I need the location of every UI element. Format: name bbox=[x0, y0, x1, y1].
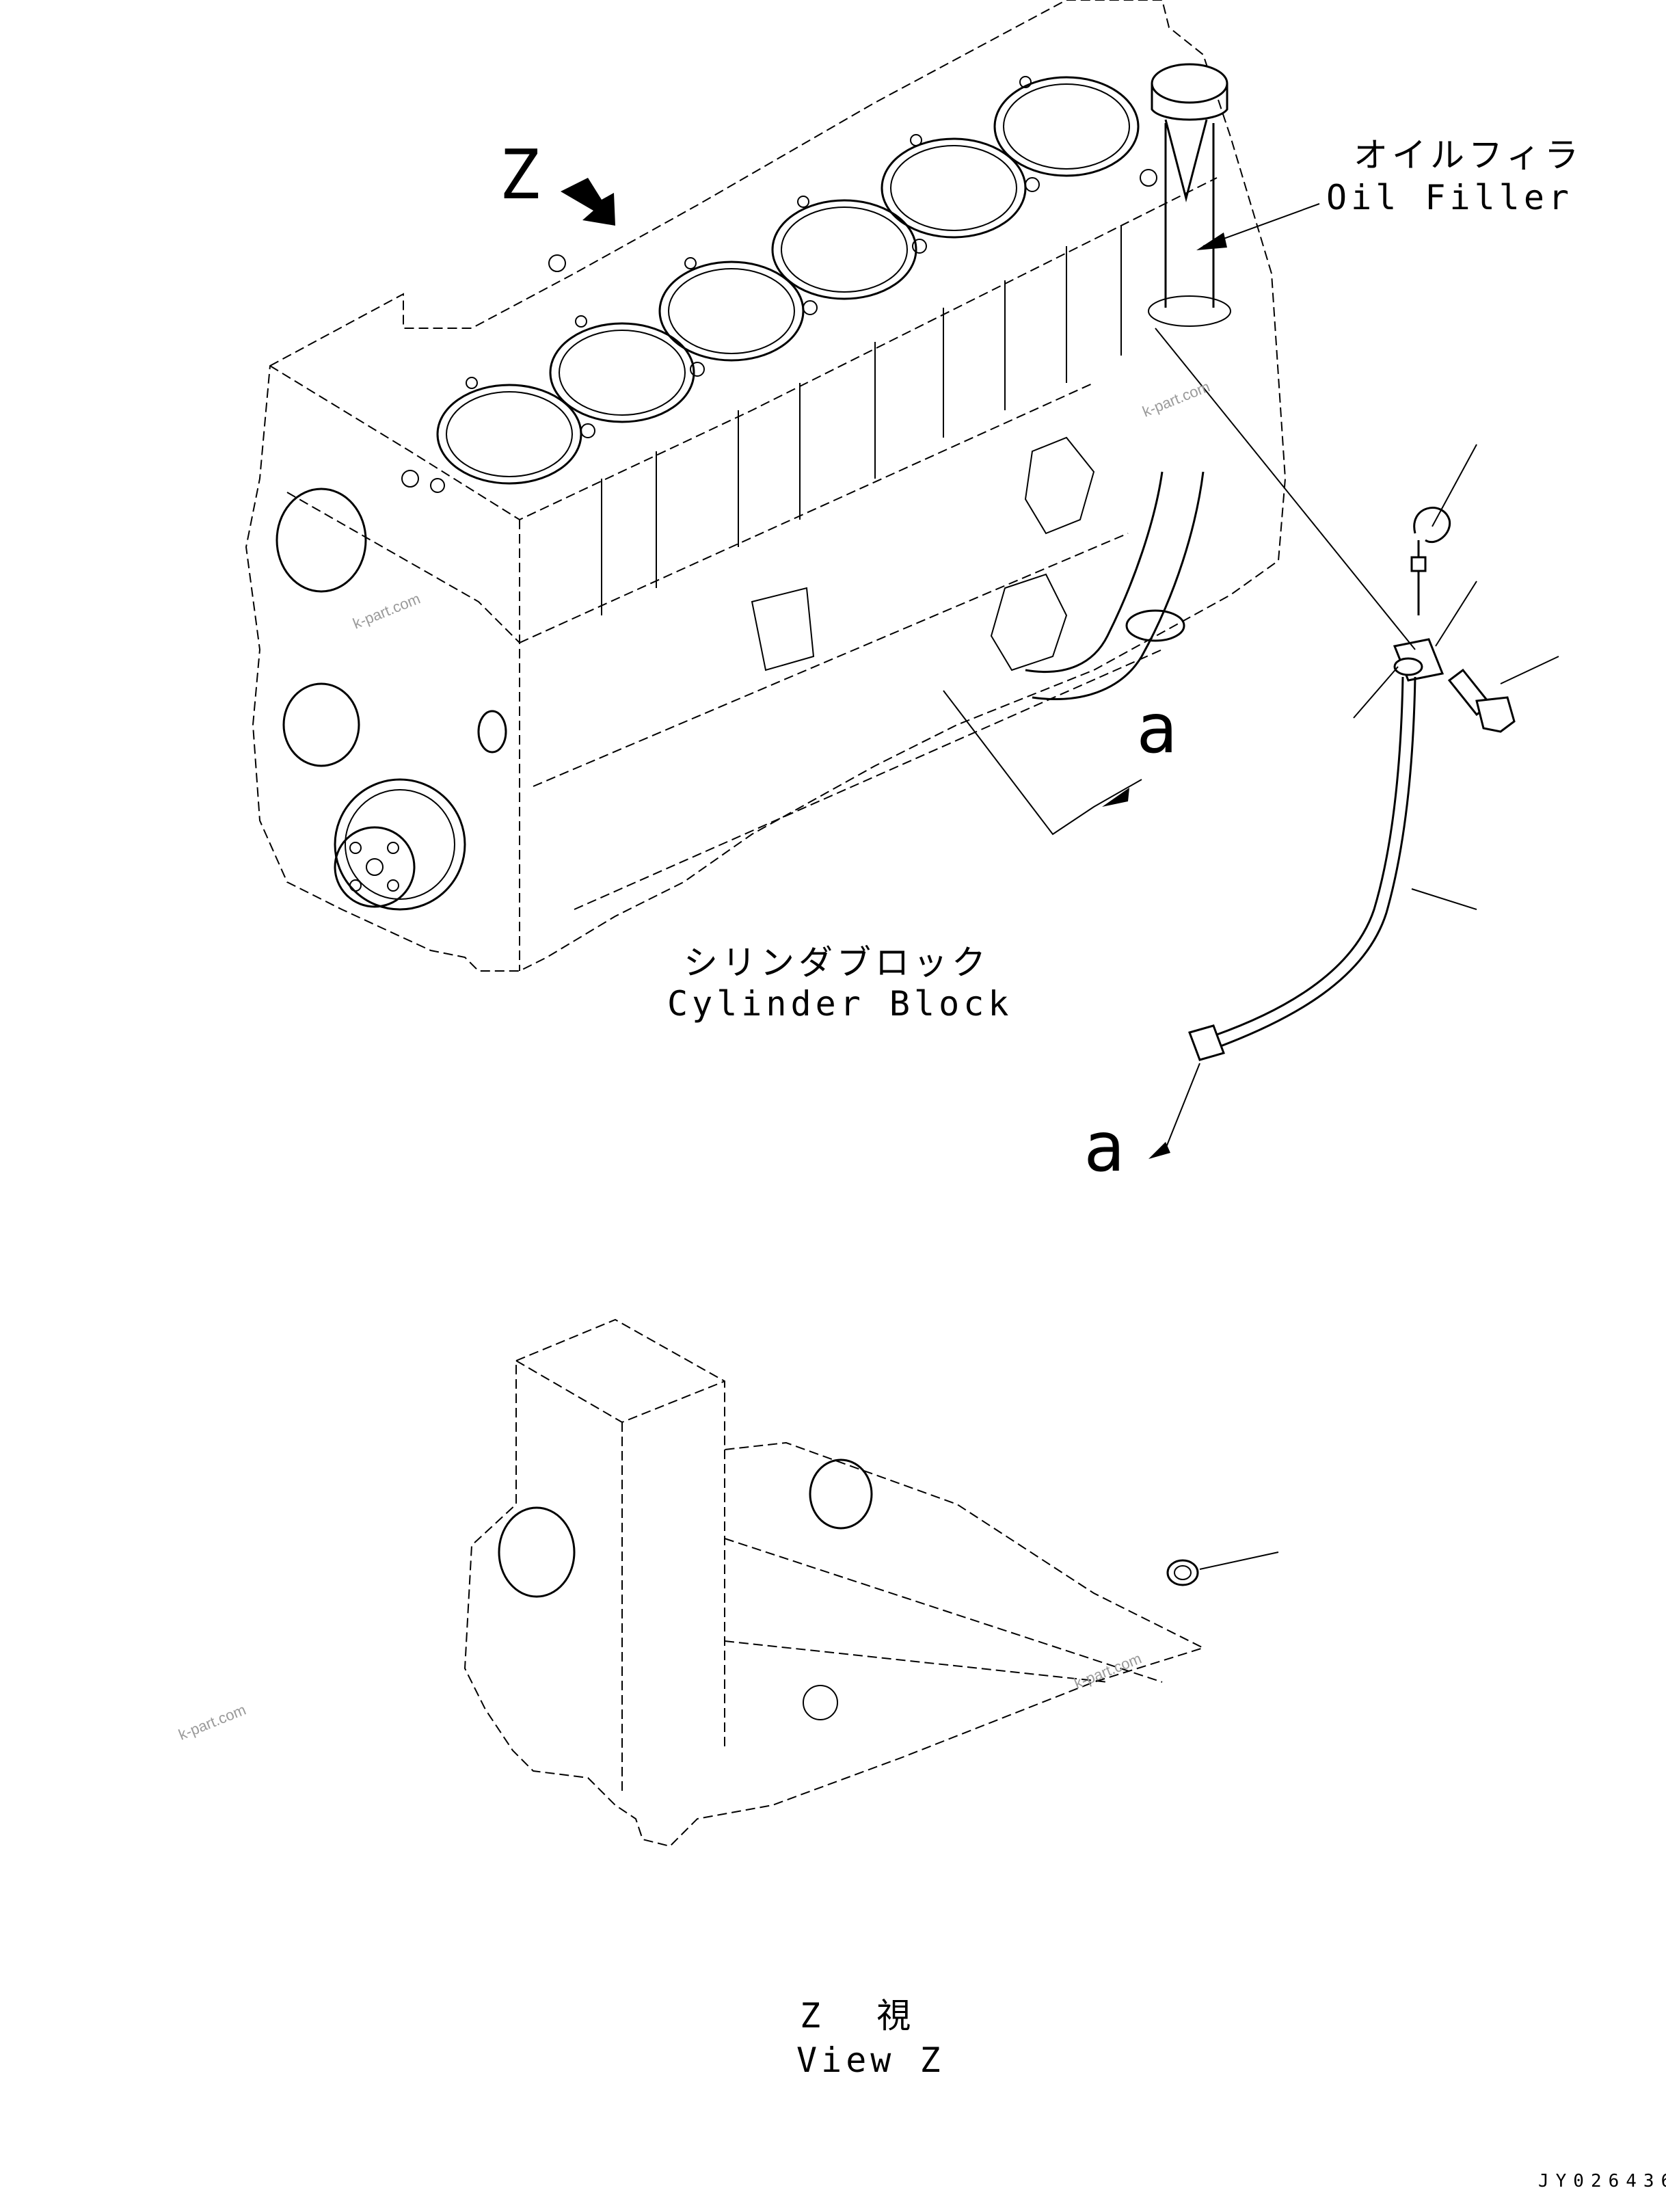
view-z-label-jp: Z 視 bbox=[800, 1996, 928, 2036]
cylinder-block bbox=[245, 0, 1287, 972]
dipstick-assembly bbox=[1188, 507, 1516, 1061]
reference-a-lower: a bbox=[1084, 1107, 1125, 1187]
view-z-marker: Z bbox=[499, 135, 540, 215]
watermark: k-part.com bbox=[351, 590, 423, 632]
oil-filler bbox=[1148, 63, 1231, 327]
cylinder-block-label-en: Cylinder Block bbox=[667, 984, 1012, 1024]
view-z-label-en: View Z bbox=[796, 2040, 945, 2080]
watermark: k-part.com bbox=[176, 1701, 249, 1744]
reference-a-upper: a bbox=[1136, 689, 1177, 769]
view-direction-arrow bbox=[561, 178, 615, 226]
watermark: k-part.com bbox=[1140, 378, 1213, 421]
leader-lines bbox=[561, 178, 1559, 1570]
oil-filler-label-en: Oil Filler bbox=[1326, 178, 1573, 217]
cylinder-block-label-jp: シリンダブロック bbox=[684, 943, 990, 983]
view-z-block bbox=[463, 1318, 1205, 1848]
oil-filler-label-jp: オイルフィラ bbox=[1354, 135, 1583, 175]
drawing-code: JY026436 bbox=[1538, 2171, 1666, 2191]
